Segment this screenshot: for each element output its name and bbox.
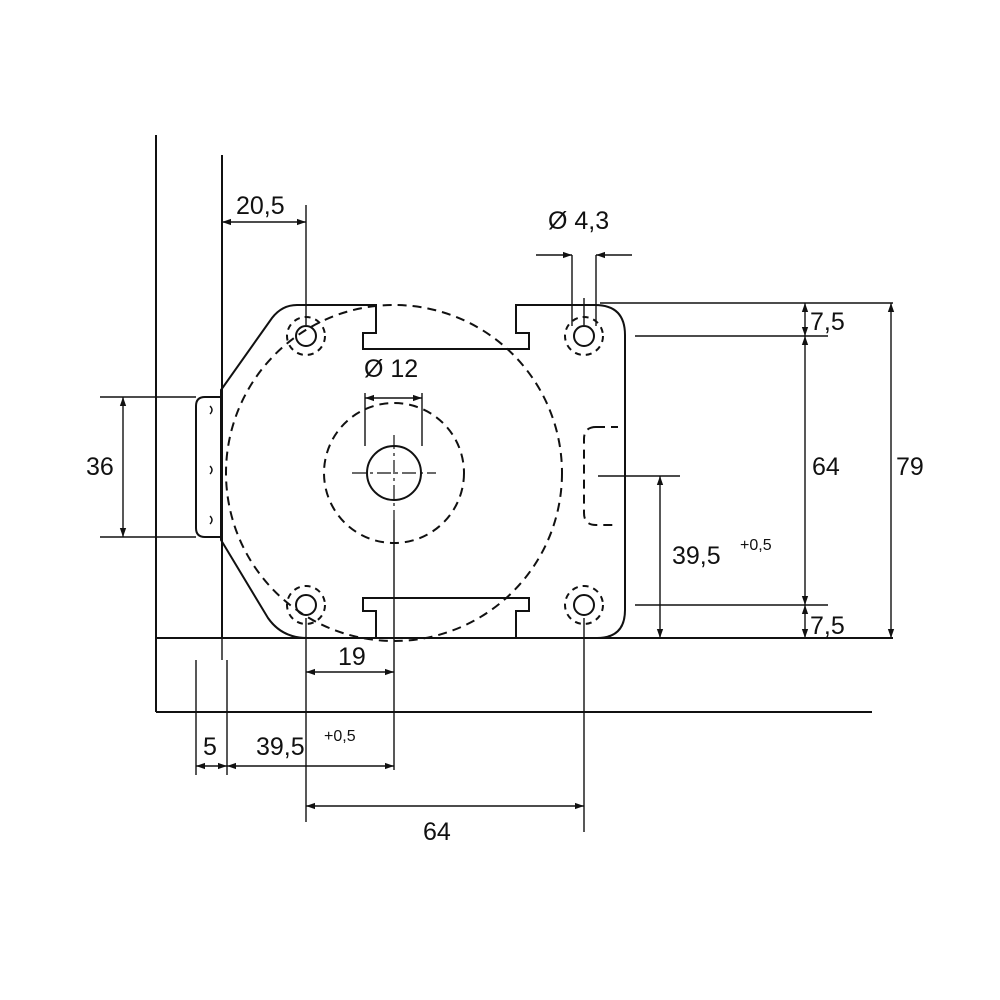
- right-dashed-slot: [583, 426, 618, 526]
- dim-edge-height: 36: [86, 453, 114, 481]
- dim-top-offset: 20,5: [236, 192, 285, 220]
- cabinet-side-panel: [155, 135, 223, 712]
- dim-center-hole-diameter: Ø 12: [364, 355, 418, 383]
- screw-hole-bottom-right: [564, 585, 604, 625]
- edge-flange: [195, 396, 221, 538]
- dim-right-bottom-margin: 7,5: [810, 612, 845, 640]
- dim-hole-spacing-horizontal: 64: [423, 818, 451, 846]
- dim-total-height: 79: [896, 453, 924, 481]
- dim-edge-thickness: 5: [203, 733, 217, 761]
- dim-right-top-margin: 7,5: [810, 308, 845, 336]
- dim-bottom-hole-offset: 19: [338, 643, 366, 671]
- dim-center-height: 39,5: [672, 542, 721, 570]
- dimension-lines: [119, 218, 895, 810]
- dim-hole-spacing-vertical: 64: [812, 453, 840, 481]
- dim-small-hole-diameter: Ø 4,3: [548, 207, 609, 235]
- dim-center-height-tolerance: +0,5: [740, 537, 772, 554]
- dim-center-distance-tolerance: +0,5: [324, 728, 356, 745]
- mounting-plate-outline: [220, 304, 626, 639]
- cabinet-bottom-panel: [156, 637, 893, 713]
- screw-hole-bottom-left: [286, 585, 326, 625]
- dim-center-distance: 39,5: [256, 733, 305, 761]
- flange-marks: [209, 405, 213, 525]
- center-lines: [100, 205, 893, 832]
